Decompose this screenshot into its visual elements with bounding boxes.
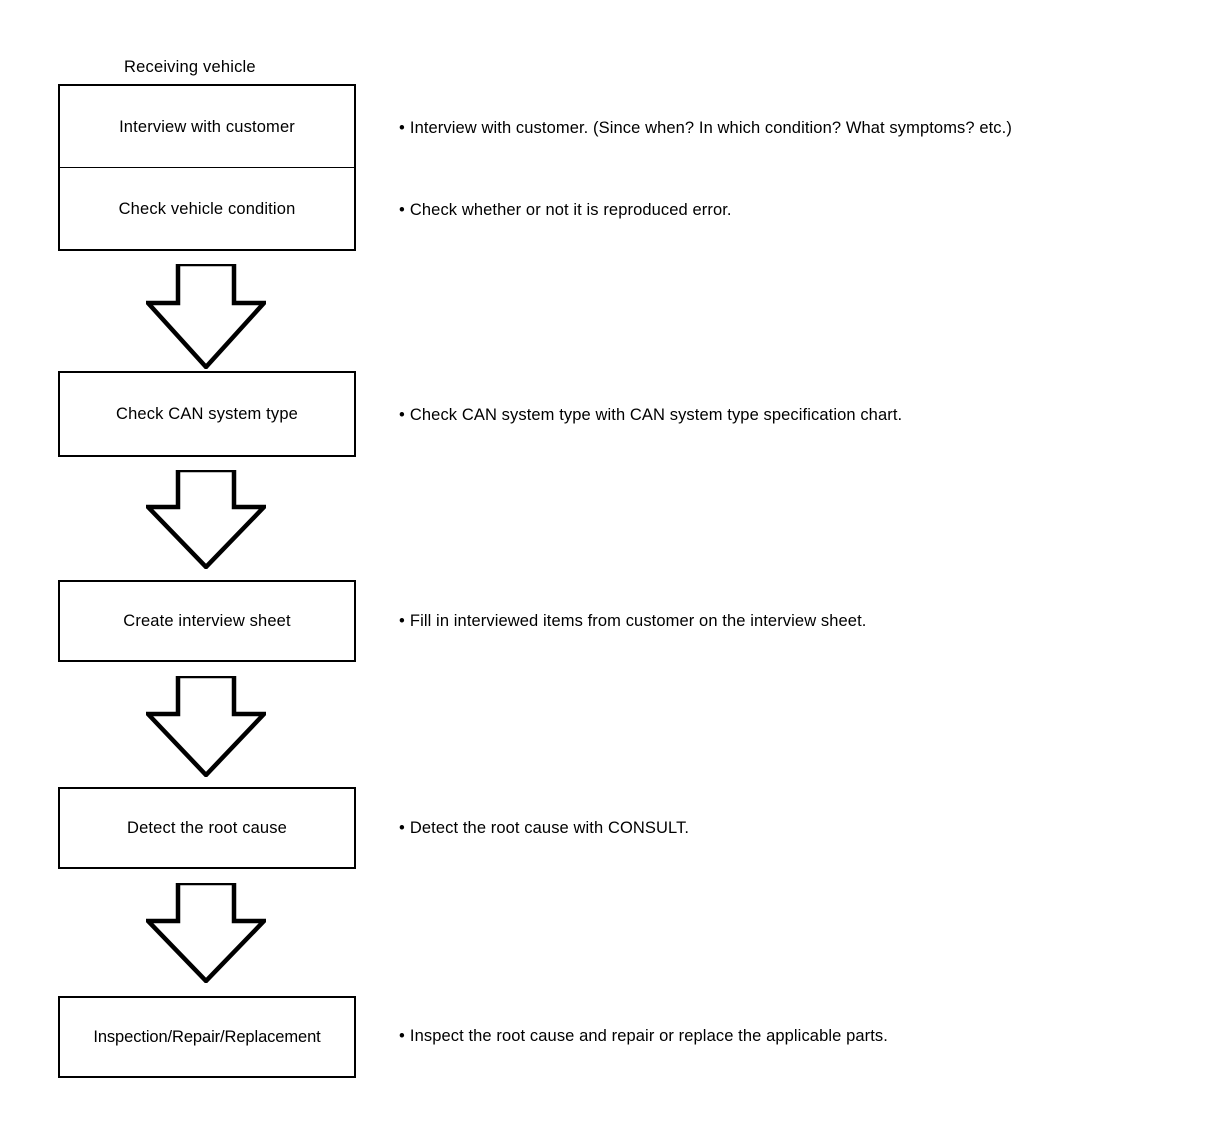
section-label-receiving-vehicle: Receiving vehicle xyxy=(124,58,256,76)
note-detect-the-root-cause: •Detect the root cause with CONSULT. xyxy=(399,817,689,839)
note-text: Detect the root cause with CONSULT. xyxy=(409,819,690,837)
note-text: Interview with customer. (Since when? In… xyxy=(409,119,1012,137)
down-arrow-icon-2 xyxy=(146,470,266,569)
down-arrow-icon-1 xyxy=(146,264,266,369)
note-text: Inspect the root cause and repair or rep… xyxy=(409,1027,888,1045)
bullet-icon: • xyxy=(399,612,405,630)
flow-box-label: Create interview sheet xyxy=(123,612,291,630)
note-interview-with-customer: •Interview with customer. (Since when? I… xyxy=(399,117,1012,139)
note-check-can-system-type: •Check CAN system type with CAN system t… xyxy=(399,404,902,426)
flow-box-label: Check vehicle condition xyxy=(118,199,296,218)
note-text: Fill in interviewed items from customer … xyxy=(409,612,867,630)
bullet-icon: • xyxy=(399,1027,405,1045)
down-arrow-icon-4 xyxy=(146,883,266,983)
bullet-icon: • xyxy=(399,406,405,424)
flow-box-label: Check CAN system type xyxy=(116,405,298,423)
flow-box-label: Detect the root cause xyxy=(127,819,287,837)
note-text: Check CAN system type with CAN system ty… xyxy=(409,406,903,424)
flow-box-group-receiving-vehicle: Interview with customer Check vehicle co… xyxy=(58,84,356,251)
flow-box-inspection-repair-replacement[interactable]: Inspection/Repair/Replacement xyxy=(58,996,356,1078)
down-arrow-icon-3 xyxy=(146,676,266,777)
bullet-icon: • xyxy=(399,119,405,137)
flow-box-label: Interview with customer xyxy=(119,117,295,136)
bullet-icon: • xyxy=(399,201,405,219)
note-inspection-repair-replacement: •Inspect the root cause and repair or re… xyxy=(399,1025,888,1047)
flow-box-check-can-system-type[interactable]: Check CAN system type xyxy=(58,371,356,457)
flow-box-label: Inspection/Repair/Replacement xyxy=(93,1028,321,1046)
note-create-interview-sheet: •Fill in interviewed items from customer… xyxy=(399,610,866,632)
note-text: Check whether or not it is reproduced er… xyxy=(409,201,732,219)
note-check-vehicle-condition: •Check whether or not it is reproduced e… xyxy=(399,199,732,221)
flow-box-detect-the-root-cause[interactable]: Detect the root cause xyxy=(58,787,356,869)
flow-box-check-vehicle-condition[interactable]: Check vehicle condition xyxy=(60,167,354,249)
flow-box-create-interview-sheet[interactable]: Create interview sheet xyxy=(58,580,356,662)
flow-box-interview-with-customer[interactable]: Interview with customer xyxy=(60,86,354,167)
bullet-icon: • xyxy=(399,819,405,837)
